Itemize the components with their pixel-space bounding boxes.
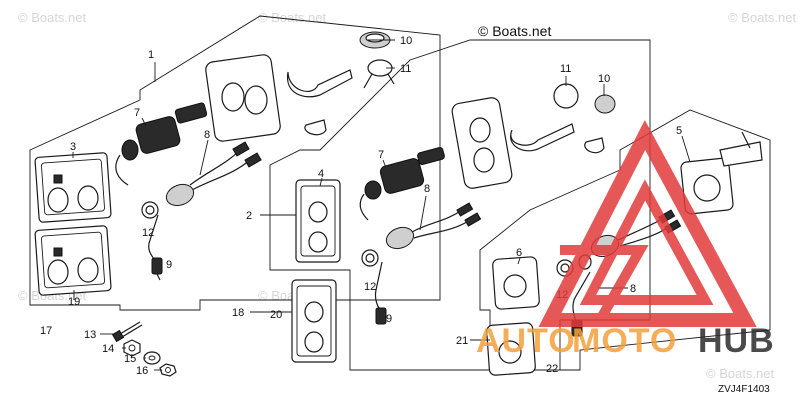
- callout-17: 17: [40, 325, 52, 337]
- logo-word-auto: AUTO: [476, 322, 576, 360]
- leader-lines: [72, 39, 691, 371]
- switch-panel-3: [34, 152, 112, 223]
- callout-1: 1: [148, 49, 154, 61]
- wire-harness-middle: [361, 202, 482, 267]
- frame-assembly-2: [269, 39, 651, 371]
- callout-18: 18: [232, 307, 244, 319]
- ignition-switch-left: [115, 102, 208, 186]
- diagram-code: ZVJ4F1403: [718, 384, 770, 395]
- switch-panel-19: [34, 225, 112, 296]
- callout-21: 21: [456, 335, 468, 347]
- switch-panel-22: [486, 322, 536, 376]
- mount-plate-middle: [451, 97, 513, 189]
- bolt-13: [111, 321, 143, 343]
- watermark-top-right: © Boats.net: [728, 10, 797, 25]
- switch-panel-4: [295, 179, 341, 263]
- cap-and-bulb-middle: [509, 83, 616, 154]
- callout-20: 20: [270, 309, 282, 321]
- callout-8-middle: 8: [424, 183, 430, 195]
- logo-word-hub: HUB: [698, 322, 775, 360]
- automotohub-logo: AUTO MOTO HUB: [476, 119, 775, 360]
- callout-22: 22: [546, 363, 558, 375]
- nut-14: [123, 339, 141, 357]
- callout-19: 19: [68, 296, 80, 308]
- callout-11-middle: 11: [560, 63, 571, 75]
- mount-bracket-top: [287, 69, 353, 136]
- callout-16: 16: [136, 365, 148, 377]
- callout-7-left: 7: [134, 107, 140, 119]
- nut-16: [159, 363, 177, 377]
- mount-plate-left: [205, 54, 281, 142]
- callout-14: 14: [102, 343, 114, 355]
- callout-2: 2: [246, 210, 252, 222]
- logo-triangle-mark: [538, 119, 757, 327]
- frame-assembly-1: [29, 15, 441, 311]
- callout-10-top: 10: [400, 35, 412, 47]
- callout-9-middle: 9: [386, 313, 392, 325]
- ignition-switch-middle: [359, 147, 445, 221]
- wire-harness-left: [141, 141, 262, 219]
- callout-12-middle: 12: [364, 281, 376, 293]
- callout-8-left: 8: [204, 129, 210, 141]
- callout-3: 3: [70, 141, 76, 153]
- watermark-boats-net: © Boats.net: [478, 23, 551, 39]
- callout-10-middle: 10: [598, 73, 610, 85]
- switch-panel-20: [291, 279, 337, 363]
- watermark-top-mid: © Boats.net: [258, 10, 327, 25]
- logo-word-moto: MOTO: [572, 322, 677, 360]
- callout-13: 13: [84, 329, 96, 341]
- callout-12-left: 12: [142, 227, 154, 239]
- callout-6: 6: [516, 247, 522, 259]
- callout-11-top: 11: [400, 63, 411, 75]
- lanyard-middle: [374, 261, 387, 325]
- watermark-top-left: © Boats.net: [18, 10, 87, 25]
- callout-7-middle: 7: [378, 149, 384, 161]
- washer-15: [143, 351, 161, 365]
- lanyard-left: [148, 214, 163, 281]
- watermark-bottom-right: © Boats.net: [706, 366, 775, 381]
- callout-15: 15: [124, 353, 136, 365]
- callout-4: 4: [318, 168, 324, 180]
- switch-panel-6: [492, 256, 540, 310]
- callout-9-left: 9: [166, 259, 172, 271]
- switch-panel-5: [680, 131, 763, 215]
- callout-8-right: 8: [630, 283, 636, 295]
- callout-5: 5: [676, 125, 682, 137]
